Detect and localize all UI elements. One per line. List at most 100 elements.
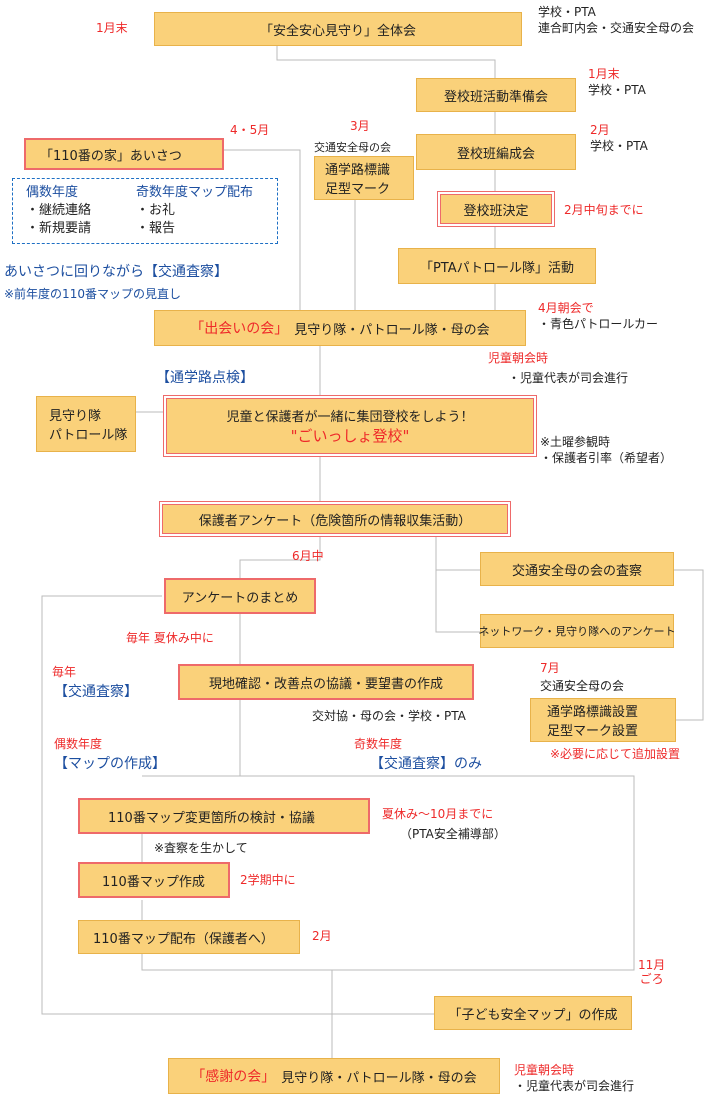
s14-when: 2学期中に	[240, 873, 296, 887]
s17-when: 児童朝会時	[514, 1063, 575, 1077]
patrol-group-label: パトロール隊	[49, 428, 128, 443]
s110-when: 4・5月	[230, 123, 270, 137]
s10-who: 交対協・母の会・学校・PTA	[312, 709, 466, 723]
sign-install-line2: 足型マーク設置	[547, 724, 639, 739]
odd-year-item2: ・報告	[136, 221, 176, 236]
parent-survey-box: 保護者アンケート（危険箇所の情報収集活動）	[159, 501, 511, 537]
s3-when: 2月	[590, 123, 610, 137]
home110-detail-box	[12, 178, 278, 244]
kids-safety-map-label: 「子ども安全マップ」の作成	[448, 1007, 618, 1023]
map-distribute-label: 110番マップ配布（保護者へ）	[93, 931, 274, 947]
watch-patrol-box: 見守り隊 パトロール隊	[36, 396, 136, 452]
together-commute-line2: "ごいっしょ登校"	[290, 427, 410, 445]
s8-when: 6月中	[292, 549, 324, 563]
all-meeting-label: 「安全安心見守り」全体会	[259, 23, 416, 39]
thanks-party-members: 見守り隊・パトロール隊・母の会	[281, 1070, 477, 1086]
odd-year-label: 奇数年度	[354, 737, 403, 751]
thanks-party-title: 「感謝の会」	[191, 1069, 276, 1085]
pta-patrol-label: 「PTAパトロール隊」活動	[419, 260, 575, 276]
greeting-inspection-note: あいさつに回りながら【交通査察】	[4, 264, 228, 280]
survey-summary-label: アンケートのまとめ	[181, 590, 299, 606]
together-commute-line1: 児童と保護者が一緒に集団登校をしよう！	[226, 410, 474, 425]
group-formation-box: 登校班編成会	[416, 134, 576, 170]
even-year-list: 偶数年度 ・継続連絡 ・新規要請	[26, 184, 91, 238]
route-sign-line2: 足型マーク	[325, 182, 391, 197]
even-year-item1: ・継続連絡	[26, 203, 92, 218]
home110-greeting-label: 「110番の家」あいさつ	[40, 148, 182, 164]
meeting-party-title: 「出会いの会」	[190, 321, 289, 337]
s6-info: 4月朝会で ・青色パトロールカー	[538, 300, 658, 332]
home110-greeting-box: 「110番の家」あいさつ	[24, 138, 224, 170]
s4-when: 2月中旬までに	[564, 203, 644, 217]
s7-notes: ※土曜参観時 ・保護者引率（希望者）	[540, 434, 672, 466]
s7-note2: ・保護者引率（希望者）	[540, 451, 673, 465]
s3b-org: 交通安全母の会	[314, 141, 391, 154]
route-sign-line1: 通学路標識	[325, 163, 391, 178]
odd-year-title: 奇数年度マップ配布	[136, 185, 254, 200]
odd-year-item1: ・お礼	[136, 203, 176, 218]
map-creation-heading: 【マップの作成】	[54, 756, 166, 772]
s3-info: 2月 学校・PTA	[590, 122, 648, 154]
map-change-label: 110番マップ変更箇所の検討・協議	[108, 810, 315, 826]
mother-inspection-label: 交通安全母の会の査察	[511, 563, 642, 579]
network-survey-box: ネットワーク・見守り隊へのアンケート	[478, 614, 676, 648]
s1-who2: 連合町内会・交通安全母の会	[538, 21, 695, 35]
s11-when: 7月	[540, 661, 560, 675]
prep-meeting-box: 登校班活動準備会	[416, 78, 576, 112]
s17-note: ・児童代表が司会進行	[514, 1079, 635, 1093]
site-check-box: 現地確認・改善点の協議・要望書の作成	[178, 664, 474, 700]
meeting-party-members: 見守り隊・パトロール隊・母の会	[294, 322, 490, 338]
map-change-box: 110番マップ変更箇所の検討・協議	[78, 798, 370, 834]
group-decided-label: 登校班決定	[463, 203, 529, 219]
s10-when: 毎年 夏休み中に	[126, 631, 214, 645]
s6-note: ・青色パトロールカー	[538, 317, 659, 331]
mother-inspection-box: 交通安全母の会の査察	[480, 552, 674, 586]
s13-when: 夏休み～10月までに	[382, 807, 494, 821]
parent-survey-label: 保護者アンケート（危険箇所の情報収集活動）	[198, 513, 472, 529]
s2-who: 学校・PTA	[588, 83, 646, 97]
sign-install-box: 通学路標識設置 足型マーク設置	[530, 698, 676, 742]
s3b-when: 3月	[350, 119, 370, 133]
sign-install-line1: 通学路標識設置	[547, 705, 639, 720]
s1-who1: 学校・PTA	[538, 5, 596, 19]
together-commute-box: 児童と保護者が一緒に集団登校をしよう！ "ごいっしょ登校"	[163, 395, 537, 457]
route-check-heading: 【通学路点検】	[156, 370, 254, 386]
map-make-box: 110番マップ作成	[78, 862, 230, 898]
pta-patrol-box: 「PTAパトロール隊」活動	[398, 248, 596, 284]
inspection-only-heading: 【交通査察】のみ	[370, 756, 482, 772]
s10-yearly-label: 【交通査察】	[54, 684, 138, 700]
s11-org: 交通安全母の会	[540, 679, 625, 693]
map-distribute-box: 110番マップ配布（保護者へ）	[78, 920, 300, 954]
group-decided-box: 登校班決定	[437, 191, 555, 227]
even-year-item2: ・新規要請	[26, 221, 92, 236]
thanks-party-box: 「感謝の会」 見守り隊・パトロール隊・母の会	[168, 1058, 500, 1094]
all-meeting-box: 「安全安心見守り」全体会	[154, 12, 522, 46]
s6-note2: ・児童代表が司会進行	[508, 371, 629, 385]
group-formation-label: 登校班編成会	[456, 146, 535, 162]
s16-when1: 11月	[638, 958, 666, 972]
s1-who: 学校・PTA 連合町内会・交通安全母の会	[538, 4, 694, 36]
meeting-party-box: 「出会いの会」 見守り隊・パトロール隊・母の会	[154, 310, 526, 346]
map-review-note: ※前年度の110番マップの見直し	[4, 287, 181, 301]
s1-when: 1月末	[96, 21, 128, 35]
watch-group-label: 見守り隊	[49, 409, 102, 424]
s10-yearly: 毎年	[52, 665, 77, 679]
kids-safety-map-box: 「子ども安全マップ」の作成	[434, 996, 632, 1030]
s7-note1: ※土曜参観時	[540, 435, 611, 449]
s15-when: 2月	[312, 929, 332, 943]
survey-summary-box: アンケートのまとめ	[164, 578, 316, 614]
s11-note: ※必要に応じて追加設置	[550, 747, 681, 761]
map-make-label: 110番マップ作成	[102, 874, 205, 890]
even-year-label: 偶数年度	[54, 737, 103, 751]
s6-when2: 児童朝会時	[488, 351, 549, 365]
s17-info: 児童朝会時 ・児童代表が司会進行	[514, 1062, 634, 1094]
route-sign-box: 通学路標識 足型マーク	[314, 156, 414, 200]
prep-meeting-label: 登校班活動準備会	[443, 89, 548, 105]
s2-when: 1月末	[588, 67, 620, 81]
s6-when: 4月朝会で	[538, 301, 594, 315]
s16-when: 11月 ごろ	[638, 958, 665, 986]
s2-info: 1月末 学校・PTA	[588, 66, 646, 98]
even-year-title: 偶数年度	[26, 185, 79, 200]
s13-note: ※査察を生かして	[154, 841, 248, 855]
